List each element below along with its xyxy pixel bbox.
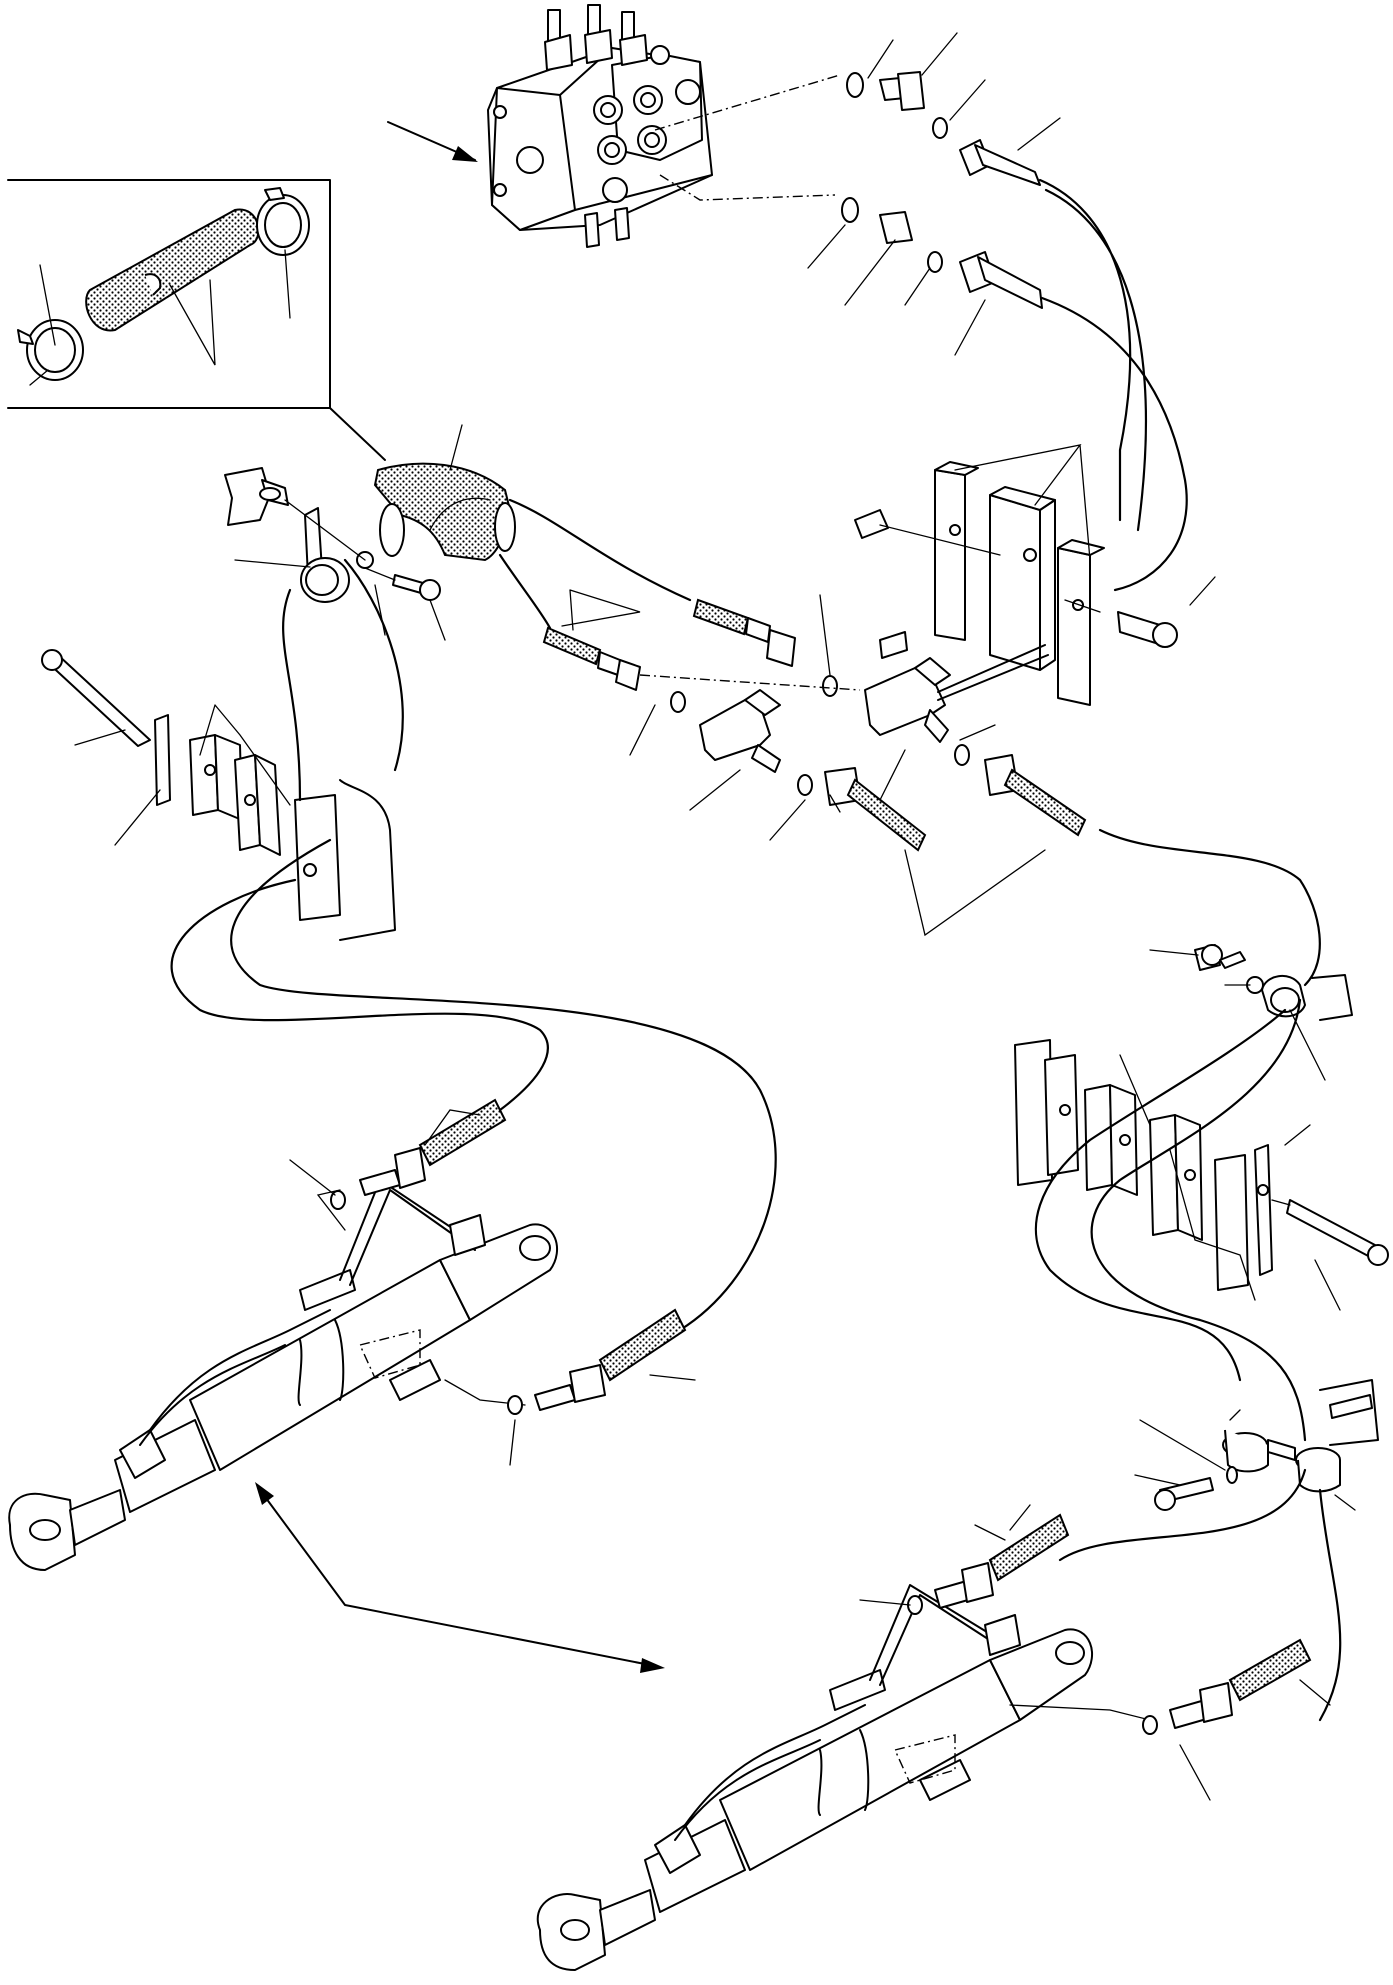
cylinder-reference-arrow [260, 1490, 650, 1665]
bracket-right-lower [1135, 1380, 1378, 1510]
hydraulic-cylinder-left [9, 1180, 557, 1570]
cylinder-right-fittings [860, 1505, 1330, 1800]
clamp-block-right-lower [1015, 1040, 1388, 1310]
clamp-block-upper-right [855, 445, 1215, 705]
control-valve [488, 5, 712, 247]
mount-bracket-left-upper [225, 468, 445, 640]
cylinder-left-fittings [290, 1100, 695, 1465]
hydraulic-cylinder-right [538, 1585, 1150, 1970]
inset-hose-sleeve [8, 180, 385, 460]
middle-tee-assembly [544, 590, 1085, 935]
fitting-row-upper [842, 72, 1042, 308]
bracket-right-upper [1150, 945, 1352, 1080]
fitting-leader-lines [808, 33, 1060, 355]
hose-elbow [375, 425, 515, 560]
clamp-block-left [42, 650, 395, 940]
